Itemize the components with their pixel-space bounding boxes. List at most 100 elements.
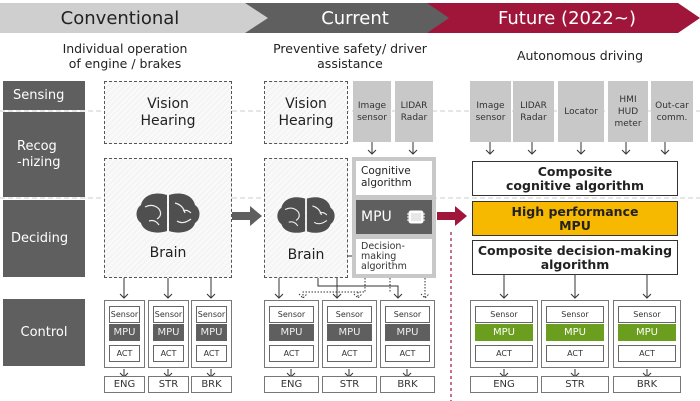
subtitle-line: Preventive safety/ driver xyxy=(273,41,427,56)
sensor-text: LIDAR xyxy=(400,100,428,111)
control-mpu: MPU xyxy=(109,324,140,341)
box-text: making xyxy=(361,251,397,262)
future-subtitle: Autonomous driving xyxy=(516,48,644,63)
sense-hearing: Hearing xyxy=(140,112,196,129)
era-title-conventional: Conventional xyxy=(60,7,180,29)
current-subtitle: Preventive safety/ driver assistance xyxy=(265,41,435,71)
conventional-output-str: STR xyxy=(148,376,189,393)
sensor-text: HMI HUD xyxy=(617,94,639,117)
sensor-text: Out-car xyxy=(655,100,689,111)
box-text: MPU xyxy=(559,217,591,233)
conventional-band xyxy=(0,3,272,33)
current-senses-box: Vision Hearing xyxy=(264,81,348,144)
current-output-str: STR xyxy=(322,376,377,393)
row-label-deciding: Deciding xyxy=(3,200,85,277)
brain-label: Brain xyxy=(287,247,325,263)
future-output-eng: ENG xyxy=(470,376,538,393)
conv-to-current-arrow xyxy=(232,206,262,226)
control-sensor: Sensor xyxy=(385,306,430,323)
box-text: Cognitive xyxy=(361,165,411,177)
conventional-output-brk: BRK xyxy=(191,376,232,393)
current-mpu-box: MPU xyxy=(356,200,432,234)
control-sensor: Sensor xyxy=(269,306,314,323)
subtitle-line: assistance xyxy=(317,56,383,71)
box-text: cognitive algorithm xyxy=(506,177,644,193)
control-sensor: Sensor xyxy=(109,306,140,323)
control-act: ACT xyxy=(196,345,227,362)
future-sensor-locator: Locator xyxy=(558,81,604,142)
current-band xyxy=(245,3,452,33)
control-mpu: MPU xyxy=(385,324,430,341)
control-sensor: Sensor xyxy=(475,306,533,323)
sensor-text: Locator xyxy=(564,106,598,117)
control-mpu: MPU xyxy=(327,324,372,341)
conventional-subtitle: Individual operation of engine / brakes xyxy=(40,41,210,71)
sense-vision: Vision xyxy=(285,95,327,112)
control-mpu: MPU xyxy=(475,324,533,341)
subtitle-line: of engine / brakes xyxy=(68,56,182,71)
conventional-brain-box: Brain xyxy=(104,158,232,278)
control-sensor: Sensor xyxy=(153,306,184,323)
control-act: ACT xyxy=(327,345,372,362)
box-text: algorithm xyxy=(361,261,407,272)
control-act: ACT xyxy=(546,345,604,362)
row-label-sensing: Sensing xyxy=(3,81,85,110)
control-mpu: MPU xyxy=(618,324,676,341)
sensor-text: Image xyxy=(476,100,505,111)
sensor-text: Radar xyxy=(400,112,428,123)
current-to-future-arrow xyxy=(437,206,467,226)
control-sensor: Sensor xyxy=(546,306,604,323)
conventional-senses-box: Vision Hearing xyxy=(104,81,232,144)
control-act: ACT xyxy=(475,345,533,362)
subtitle-line: Individual operation xyxy=(62,41,188,56)
current-output-eng: ENG xyxy=(264,376,319,393)
brain-icon xyxy=(277,197,335,233)
control-act: ACT xyxy=(269,345,314,362)
box-text: algorithm xyxy=(361,177,412,189)
sensor-text: LIDAR xyxy=(520,100,547,111)
box-text: Composite decision-making xyxy=(477,242,673,258)
future-output-str: STR xyxy=(541,376,609,393)
control-mpu: MPU xyxy=(196,324,227,341)
current-brain-box: Brain xyxy=(264,158,348,278)
control-sensor: Sensor xyxy=(196,306,227,323)
box-text: Decision- xyxy=(361,241,405,252)
mpu-label: MPU xyxy=(361,209,392,225)
row-label-control: Control xyxy=(3,299,85,366)
control-act: ACT xyxy=(618,345,676,362)
control-act: ACT xyxy=(385,345,430,362)
current-output-brk: BRK xyxy=(380,376,435,393)
control-act: ACT xyxy=(153,345,184,362)
control-mpu: MPU xyxy=(269,324,314,341)
era-title-current: Current xyxy=(321,7,389,29)
control-sensor: Sensor xyxy=(618,306,676,323)
sensor-text: sensor xyxy=(475,112,506,123)
sensor-text: meter xyxy=(614,118,642,129)
box-text: High performance xyxy=(511,203,639,219)
row-label-text: -nizing xyxy=(17,154,61,170)
sensor-text: Radar xyxy=(520,112,547,123)
sensor-text: sensor xyxy=(357,112,387,123)
future-band xyxy=(427,3,700,33)
chip-icon xyxy=(406,210,425,224)
sensor-text: Image xyxy=(357,100,387,111)
era-title-future: Future (2022~) xyxy=(498,7,636,29)
row-label-text: Recog xyxy=(17,138,57,154)
